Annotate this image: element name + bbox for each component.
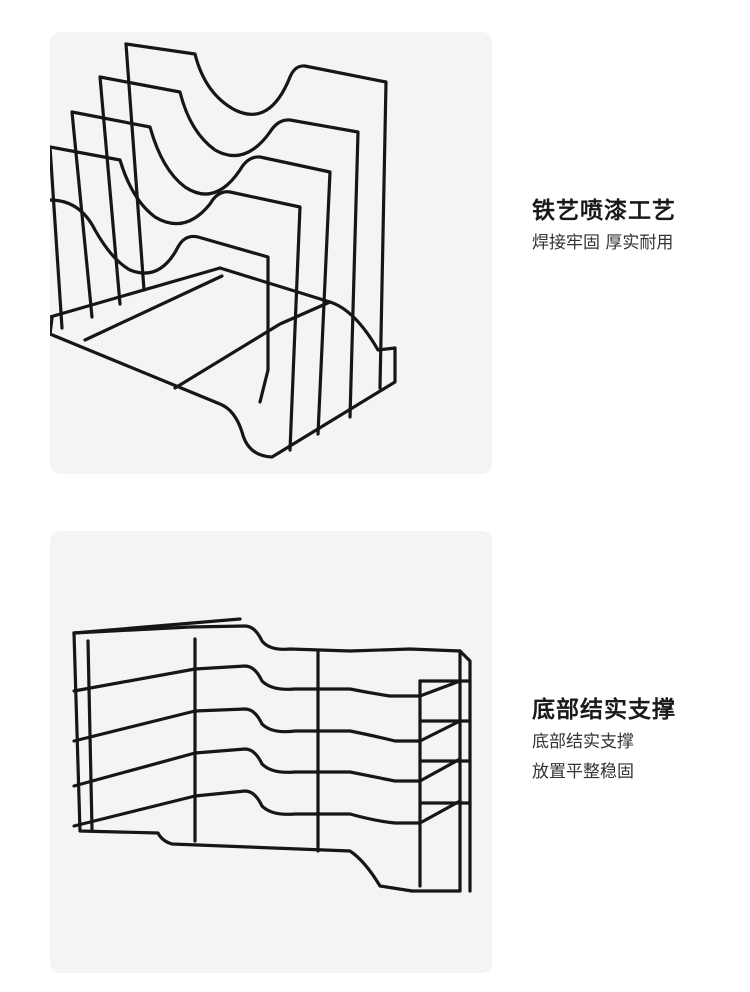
feature-welding: 铁艺喷漆工艺 焊接牢固 厚实耐用 (532, 196, 676, 258)
product-photo-side-view (50, 32, 492, 474)
feature-description-line-1: 底部结实支撑 (532, 732, 634, 752)
feature-title: 铁艺喷漆工艺 (532, 198, 676, 224)
feature-description: 焊接牢固 厚实耐用 (532, 233, 674, 253)
feature-base-support: 底部结实支撑 底部结实支撑 放置平整稳固 (532, 695, 676, 787)
wire-rack-side-illustration (50, 42, 397, 459)
wire-rack-front-illustration (72, 617, 472, 893)
feature-description-line-2: 放置平整稳固 (532, 762, 634, 782)
feature-title: 底部结实支撑 (532, 697, 676, 723)
product-photo-front-view (50, 531, 492, 973)
